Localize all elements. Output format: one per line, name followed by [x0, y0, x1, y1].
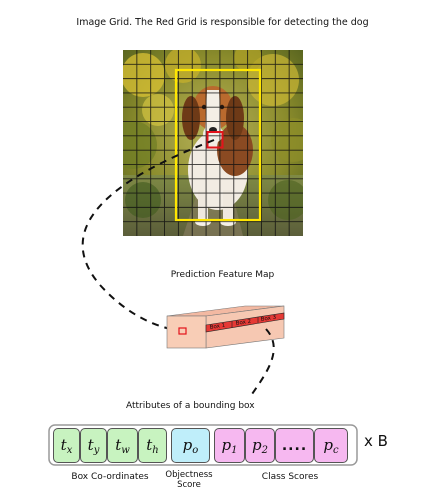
attr-objectness: po [171, 428, 210, 463]
objectness-label: Objectness Score [165, 470, 213, 490]
attributes-label: Attributes of a bounding box [126, 401, 255, 411]
attr-tx: tx [53, 428, 80, 463]
image-grid-lines [123, 50, 303, 236]
dashed-connector-grid-to-map [81, 139, 215, 332]
box-label-3: Box 3 [260, 315, 277, 323]
attr-p2: p2 [245, 428, 275, 463]
class-scores-label: Class Scores [261, 472, 319, 482]
diagram-title: Image Grid. The Red Grid is responsible … [76, 17, 369, 28]
feature-map-label: Prediction Feature Map [170, 270, 275, 280]
dashed-connector-map-to-attributes [249, 328, 275, 398]
attr-pc: pc [314, 428, 348, 463]
dog-image-grid [123, 50, 303, 236]
attr-tw: tw [107, 428, 138, 463]
attr-ty: ty [80, 428, 107, 463]
box-label-2: Box 2 [235, 319, 251, 327]
feature-map-cell [178, 327, 187, 335]
attr-th: th [138, 428, 167, 463]
dog-photo-illustration [123, 50, 303, 236]
box-coordinates-label: Box Co-ordinates [71, 472, 149, 482]
box-label-1: Box 1 [209, 323, 225, 331]
attr-p1: p1 [214, 428, 245, 463]
detection-bounding-box [174, 68, 262, 222]
prediction-feature-map: Box 1 Box 2 Box 3 [166, 305, 285, 349]
multiplier-label: x B [364, 432, 388, 450]
attr-ellipsis: .... [275, 428, 314, 463]
responsible-grid-cell [206, 131, 224, 149]
